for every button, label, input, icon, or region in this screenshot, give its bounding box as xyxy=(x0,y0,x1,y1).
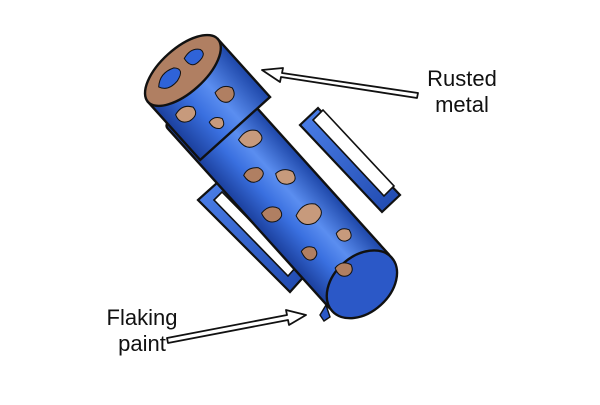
label-rusted-metal-line2: metal xyxy=(435,92,489,117)
handle-right xyxy=(298,106,402,214)
label-flaking-paint-line2: paint xyxy=(118,331,166,356)
label-flaking-paint-line1: Flaking xyxy=(106,305,178,330)
label-rusted-metal-line1: Rusted xyxy=(427,66,497,91)
label-flaking-paint: Flaking paint xyxy=(92,305,192,357)
label-rusted-metal: Rusted metal xyxy=(402,66,522,118)
arrow-rusted-metal xyxy=(261,67,419,99)
arrow-flaking-paint xyxy=(166,309,307,344)
tube-cap xyxy=(143,33,272,162)
paint-flake xyxy=(319,303,331,322)
